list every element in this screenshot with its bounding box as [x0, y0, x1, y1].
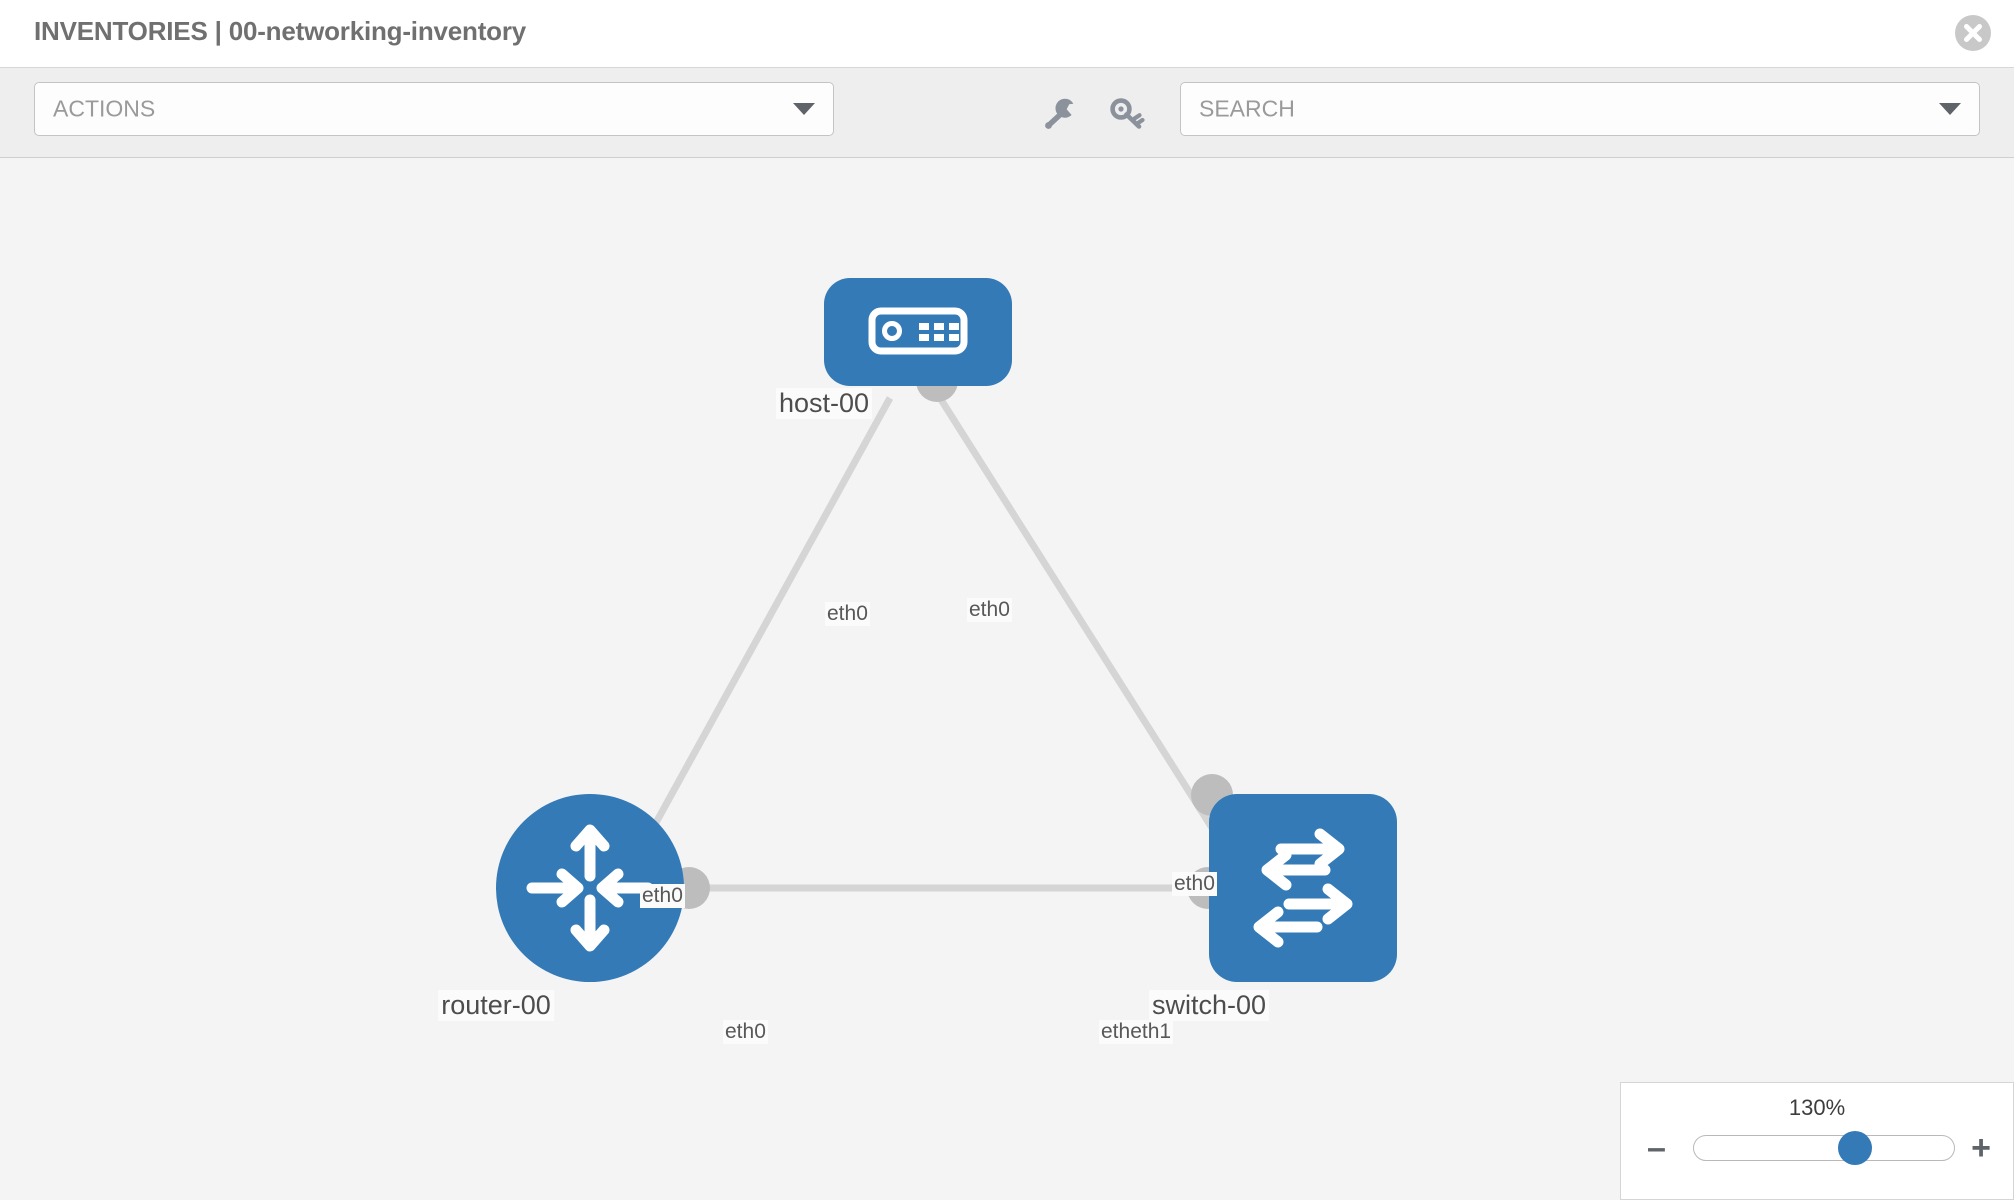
iflabel-host-right: eth0 [967, 598, 1012, 622]
search-input-placeholder: SEARCH [1199, 95, 1295, 122]
key-icon[interactable] [1107, 93, 1147, 133]
zoom-slider-track[interactable] [1693, 1131, 1955, 1165]
page-header: INVENTORIES | 00-networking-inventory [0, 0, 2014, 68]
zoom-slider-thumb[interactable] [1838, 1131, 1872, 1165]
iflabel-router-right: eth0 [723, 1020, 768, 1044]
page-title: INVENTORIES | 00-networking-inventory [34, 16, 527, 46]
search-dropdown[interactable]: SEARCH [1180, 82, 1980, 136]
wrench-icon[interactable] [1040, 93, 1080, 133]
iflabel-switch-up: eth0 [1172, 872, 1217, 896]
zoom-percent-label: 130% [1788, 1095, 1846, 1120]
zoom-in-button[interactable]: + [1971, 1129, 1991, 1167]
node-label-host-00: host-00 [775, 388, 873, 419]
chevron-down-icon [793, 103, 815, 115]
chevron-down-icon [1939, 103, 1961, 115]
switch-node-shape[interactable] [1209, 794, 1397, 982]
iflabel-host-left: eth0 [825, 602, 870, 626]
node-label-router-00: router-00 [438, 990, 554, 1021]
actions-dropdown[interactable]: ACTIONS [34, 82, 834, 136]
topology-canvas[interactable]: host-00 eth0 eth0 [0, 158, 2014, 1200]
zoom-out-button[interactable]: – [1647, 1129, 1666, 1167]
iflabel-switch-left: etheth1 [1099, 1020, 1174, 1044]
close-icon[interactable] [1952, 12, 1994, 54]
link-host-router [616, 396, 894, 890]
actions-dropdown-label: ACTIONS [53, 95, 156, 122]
zoom-control-panel: 130% – + [1620, 1082, 2014, 1200]
host-node-shape[interactable] [824, 278, 1012, 386]
iflabel-router-up: eth0 [640, 884, 685, 908]
node-label-switch-00: switch-00 [1148, 990, 1270, 1021]
